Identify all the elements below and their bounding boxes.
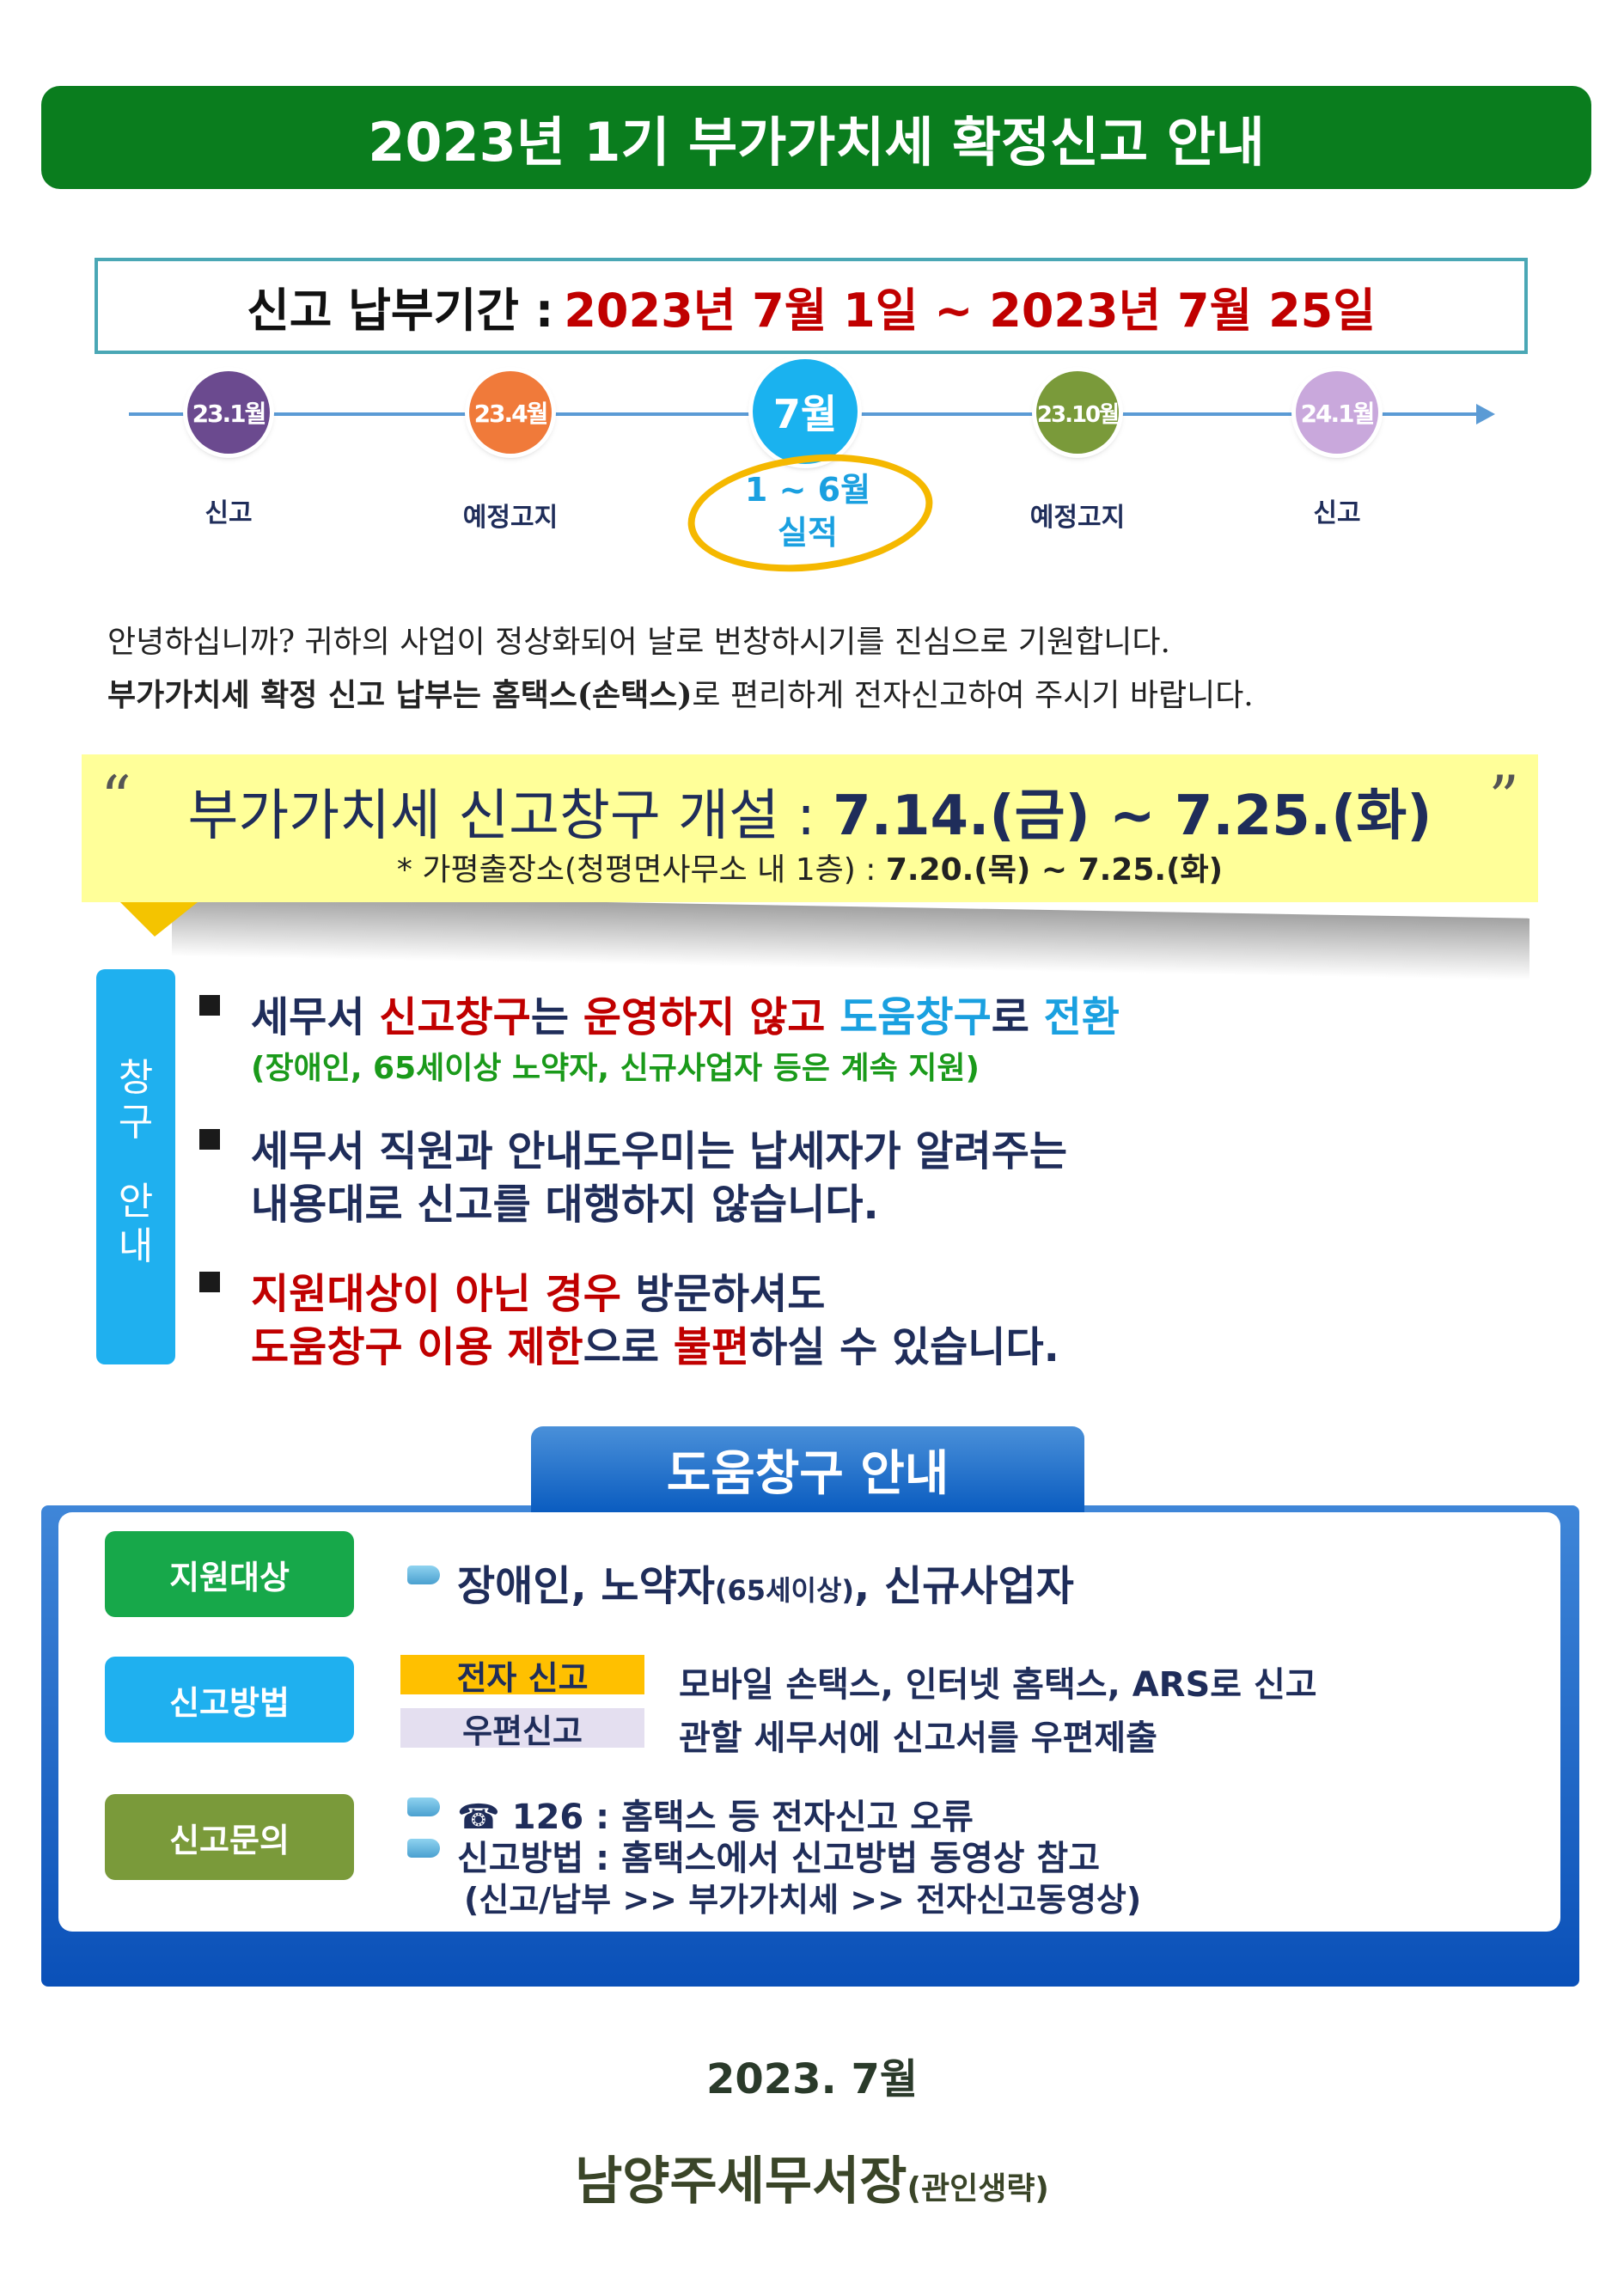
timeline-node-label: 24.1월 xyxy=(1300,400,1376,428)
notice-main-label: 부가가치세 신고창구 개설 : xyxy=(187,784,833,848)
timeline-caption-apr23: 예정고지 xyxy=(462,503,559,533)
guide-item-1: 세무서 신고창구는 운영하지 않고 도움창구로 전환 xyxy=(251,983,1120,1043)
electronic-filing-tag: 전자 신고 xyxy=(400,1655,644,1697)
support-target-text: 장애인, 노약자(65세이상), 신규사업자 xyxy=(457,1552,1074,1612)
guide-item-1-part: 는 xyxy=(530,993,583,1041)
guide-item-3-red: 지원대상이 아닌 경우 xyxy=(251,1270,621,1318)
side-tab-char: 내 xyxy=(118,1224,154,1268)
guide-item-1-part: 세무서 xyxy=(251,993,380,1041)
bullet-square-icon xyxy=(199,995,220,1016)
issue-date: 2023. 7월 xyxy=(705,2055,919,2103)
support-target-small: (65세이상) xyxy=(714,1574,855,1607)
guide-item-1-part: 신고창구 xyxy=(379,993,531,1041)
greeting-line2-bold: 부가가치세 확정 신고 납부는 홈택스(손택스) xyxy=(107,677,693,713)
inquiry-line3: (신고/납부 >> 부가가치세 >> 전자신고동영상) xyxy=(464,1881,1142,1919)
electronic-filing-desc: 모바일 손택스, 인터넷 홈택스, ARS로 신고 xyxy=(679,1665,1317,1705)
timeline-node-label: 23.10월 xyxy=(1036,401,1120,428)
timeline-caption-oct23: 예정고지 xyxy=(1029,503,1126,533)
bullet-square-icon xyxy=(199,1129,220,1150)
timeline-caption-jan23: 신고 xyxy=(205,498,253,528)
inquiry-line2: 신고방법 : 홈택스에서 신고방법 동영상 참고 xyxy=(457,1839,1101,1878)
filing-inquiry-label: 신고문의 xyxy=(105,1794,354,1880)
arrow-icon xyxy=(407,1798,440,1816)
notice-box: “ ” 부가가치세 신고창구 개설 : 7.14.(금) ~ 7.25.(화) … xyxy=(82,754,1538,902)
guide-item-3-part: 으로 xyxy=(583,1323,674,1371)
arrow-icon xyxy=(407,1566,440,1584)
greeting-line2: 부가가치세 확정 신고 납부는 홈택스(손택스)로 편리하게 전자신고하여 주시… xyxy=(107,670,1254,715)
timeline-node-jul: 7월 xyxy=(753,359,858,464)
window-guide-side-tab: 창 구 안 내 xyxy=(96,969,175,1364)
filing-period-label: 신고 납부기간 : xyxy=(247,283,554,338)
support-target-b: , 신규사업자 xyxy=(854,1562,1074,1610)
greeting-line1: 안녕하십니까? 귀하의 사업이 정상화되어 날로 번창하시기를 진심으로 기원합… xyxy=(107,625,1170,660)
signer: 남양주세무서장(관인생략) xyxy=(0,2139,1624,2214)
timeline-arrow-icon xyxy=(1476,404,1495,424)
filing-method-label: 신고방법 xyxy=(105,1657,354,1743)
guide-item-1-part xyxy=(825,993,839,1041)
mail-filing-tag: 우편신고 xyxy=(400,1708,644,1750)
notice-sub-label: * 가평출장소(청평면사무소 내 1층) : xyxy=(396,852,886,888)
side-tab-char: 안 xyxy=(118,1180,154,1224)
timeline-node-jan24: 24.1월 xyxy=(1296,371,1378,454)
timeline-node-label: 7월 xyxy=(772,391,838,437)
notice-tail xyxy=(120,902,198,937)
signer-name: 남양주세무서장 xyxy=(575,2152,907,2212)
open-quote-icon: “ xyxy=(101,763,131,833)
guide-item-3-rest: 방문하셔도 xyxy=(620,1270,826,1318)
filing-period-box: 신고 납부기간 : 2023년 7월 1일 ~ 2023년 7월 25일 xyxy=(95,258,1528,354)
support-target-a: 장애인, 노약자 xyxy=(457,1562,715,1610)
filing-period-value: 2023년 7월 1일 ~ 2023년 7월 25일 xyxy=(564,283,1376,338)
guide-item-1-part: 운영하지 않고 xyxy=(583,993,826,1041)
highlight-line1: 1 ~ 6월 xyxy=(744,471,871,509)
signer-note: (관인생략) xyxy=(907,2171,1049,2207)
greeting-line2-rest: 로 편리하게 전자신고하여 주시기 바랍니다. xyxy=(692,678,1254,713)
help-window-title-tab: 도움창구 안내 xyxy=(531,1426,1084,1512)
arrow-icon xyxy=(407,1839,440,1858)
inquiry-line1: ☎ 126 : 홈택스 등 전자신고 오류 xyxy=(457,1798,974,1837)
notice-main: 부가가치세 신고창구 개설 : 7.14.(금) ~ 7.25.(화) xyxy=(82,772,1538,851)
help-window-title: 도움창구 안내 xyxy=(666,1445,949,1502)
bullet-square-icon xyxy=(199,1272,220,1292)
guide-item-1-part: 로 xyxy=(991,993,1044,1041)
guide-item-3-line1: 지원대상이 아닌 경우 방문하셔도 xyxy=(251,1260,825,1320)
timeline-node-oct23: 23.10월 xyxy=(1036,371,1120,454)
guide-item-2-line1: 세무서 직원과 안내도우미는 납세자가 알려주는 xyxy=(251,1127,1068,1175)
close-quote-icon: ” xyxy=(1488,763,1519,833)
timeline-node-label: 23.4월 xyxy=(473,400,549,428)
notice-sub-value: 7.20.(목) ~ 7.25.(화) xyxy=(885,852,1224,888)
guide-item-1-part: 전환 xyxy=(1043,993,1120,1041)
notice-main-value: 7.14.(금) ~ 7.25.(화) xyxy=(833,784,1432,848)
guide-item-1-sub: (장애인, 65세이상 노약자, 신규사업자 등은 계속 지원) xyxy=(251,1051,980,1086)
guide-item-3-part: 도움창구 이용 제한 xyxy=(251,1323,583,1371)
timeline-node-jan23: 23.1월 xyxy=(187,371,270,454)
timeline-caption-jan24: 신고 xyxy=(1313,498,1361,528)
timeline-node-apr23: 23.4월 xyxy=(469,371,552,454)
timeline-node-label: 23.1월 xyxy=(192,400,267,428)
guide-item-3-part: 불편 xyxy=(673,1323,750,1371)
support-target-label: 지원대상 xyxy=(105,1531,354,1617)
highlight-text: 1 ~ 6월 실적 xyxy=(705,468,911,554)
notice-sub: * 가평출장소(청평면사무소 내 1층) : 7.20.(목) ~ 7.25.(… xyxy=(82,845,1538,889)
guide-item-3-line2: 도움창구 이용 제한으로 불편하실 수 있습니다. xyxy=(251,1313,1059,1373)
guide-item-2-line2: 내용대로 신고를 대행하지 않습니다. xyxy=(251,1181,879,1229)
highlight-line2: 실적 xyxy=(778,514,838,552)
notice-shadow xyxy=(172,894,1529,980)
mail-filing-desc: 관할 세무서에 신고서를 우편제출 xyxy=(679,1718,1157,1758)
page-title: 2023년 1기 부가가치세 확정신고 안내 xyxy=(368,111,1265,174)
side-tab-char: 구 xyxy=(118,1101,154,1144)
side-tab-char: 창 xyxy=(118,1056,154,1100)
guide-item-1-part: 도움창구 xyxy=(839,993,992,1041)
guide-item-3-part: 하실 수 있습니다. xyxy=(749,1323,1059,1371)
page-title-banner: 2023년 1기 부가가치세 확정신고 안내 xyxy=(41,86,1591,189)
